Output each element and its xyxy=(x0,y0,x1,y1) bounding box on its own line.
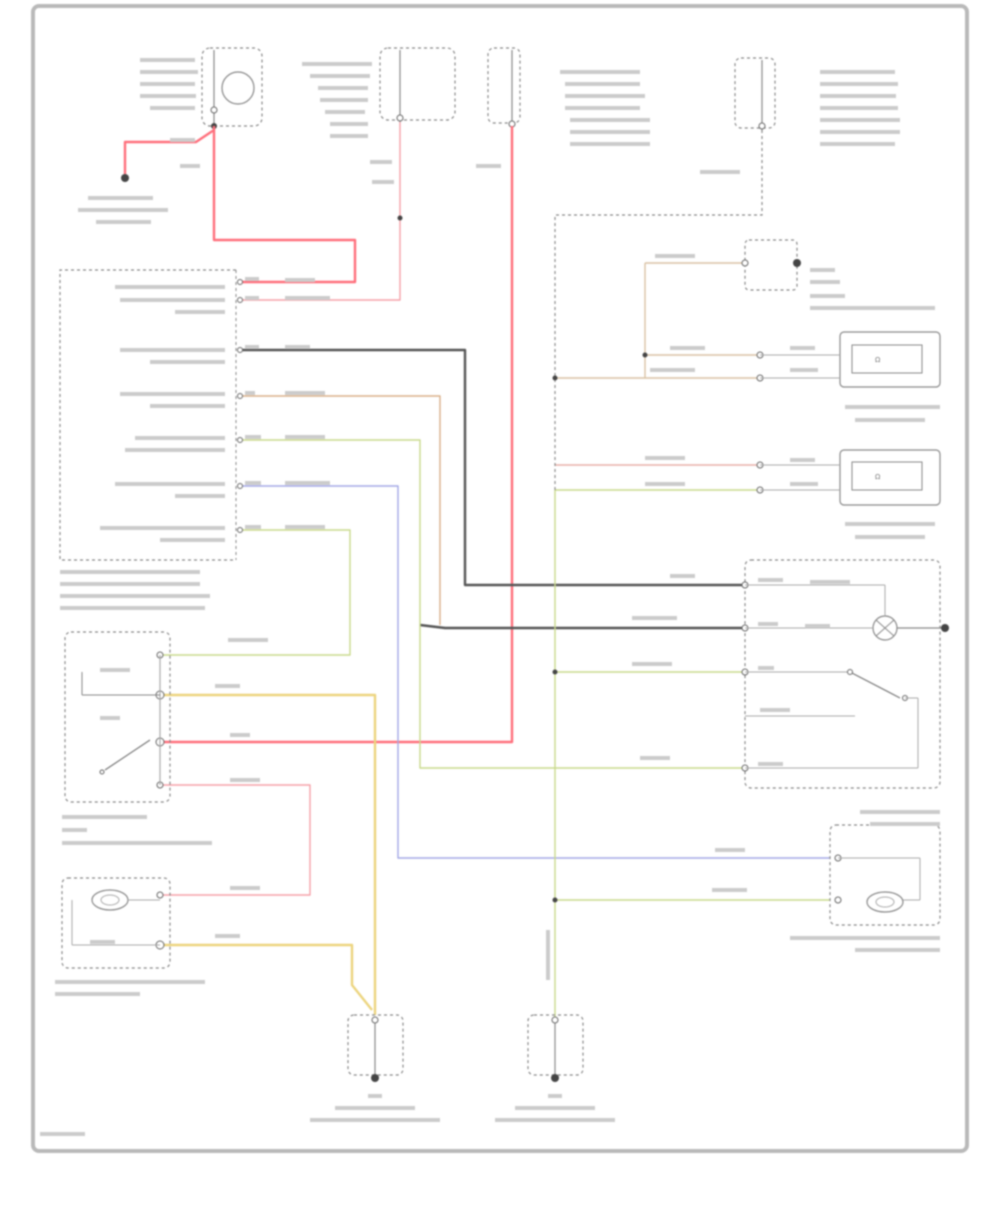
heater-unit-1: Ω xyxy=(756,331,941,422)
colored-wires xyxy=(160,130,830,1020)
figure-code xyxy=(40,1132,85,1136)
defogger-switch xyxy=(62,631,212,845)
svg-text:Ω: Ω xyxy=(875,356,881,364)
indicator-lamp-left xyxy=(55,877,205,996)
fuse-block-3 xyxy=(487,47,650,146)
dark-wires xyxy=(240,345,745,630)
fuse-block-1 xyxy=(140,47,263,129)
right-relay-small xyxy=(741,239,935,310)
module-pins xyxy=(237,215,648,903)
ground-connector-right xyxy=(495,1014,615,1122)
fuse-block-2 xyxy=(302,47,456,138)
diagram-frame xyxy=(31,4,969,1153)
red-wires xyxy=(123,122,514,896)
svg-text:Ω: Ω xyxy=(875,473,881,481)
control-module xyxy=(59,269,237,610)
switch-assembly xyxy=(741,559,949,789)
yellow-wires xyxy=(160,684,377,1015)
fuse-block-4 xyxy=(734,57,900,146)
power-distribution-node xyxy=(78,174,168,224)
indicator-lamp-right xyxy=(790,810,941,952)
heater-unit-2: Ω xyxy=(756,449,941,539)
ground-connector-left xyxy=(310,1014,440,1122)
